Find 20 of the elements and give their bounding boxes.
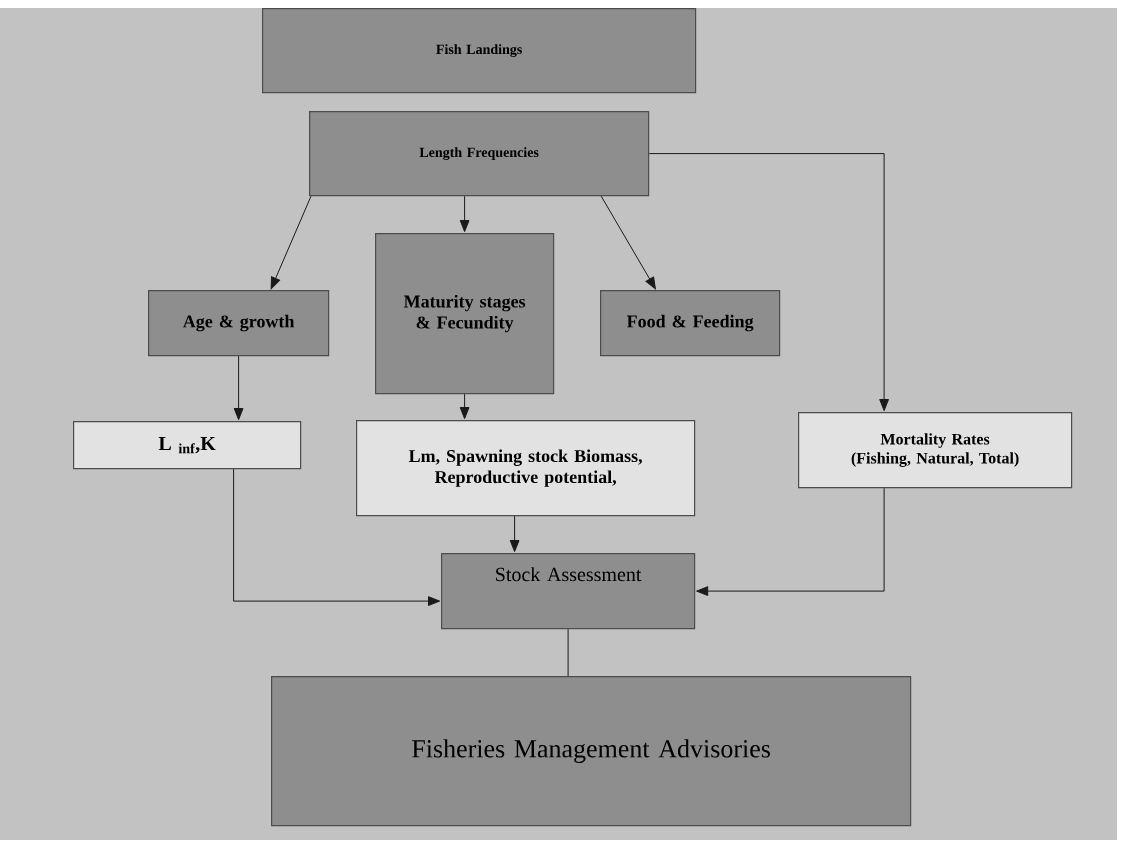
process-box: Food & Feeding bbox=[600, 290, 781, 357]
result-box: L $_{inf}$,K bbox=[73, 421, 302, 470]
process-box: Stock Assessment bbox=[441, 553, 696, 630]
arrow bbox=[696, 487, 885, 596]
connector-line bbox=[567, 628, 569, 677]
arrow bbox=[509, 515, 520, 553]
result-box: Lm, Spawning stock Biomass, Reproductive potential, bbox=[356, 420, 696, 517]
process-box: Age & growth bbox=[148, 290, 330, 357]
result-box: Mortality Rates (Fishing, Natural, Total) bbox=[798, 412, 1073, 489]
arrow bbox=[233, 355, 244, 421]
arrow bbox=[648, 153, 889, 412]
arrow bbox=[270, 195, 312, 290]
process-box: Length Frequencies bbox=[309, 111, 650, 197]
arrow bbox=[600, 195, 656, 290]
arrow bbox=[459, 393, 470, 420]
process-box: Fisheries Management Advisories bbox=[271, 676, 912, 827]
process-box: Fish Landings bbox=[262, 8, 697, 94]
process-box: Maturity stages & Fecundity bbox=[375, 233, 555, 395]
arrow bbox=[459, 195, 470, 233]
arrow bbox=[233, 468, 441, 606]
